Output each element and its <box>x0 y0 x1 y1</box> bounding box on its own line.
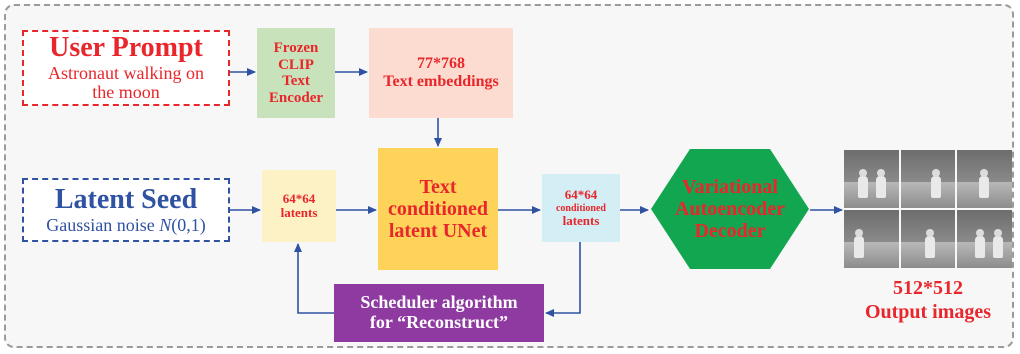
latent-seed-title: Latent Seed <box>54 183 198 215</box>
conditioned-latents-size: 64*64 <box>564 187 598 203</box>
clip-line-4: Encoder <box>268 89 324 106</box>
scheduler-line-1: Scheduler algorithm <box>360 292 518 313</box>
text-embeddings-size: 77*768 <box>417 55 465 73</box>
user-prompt-line-2: the moon <box>92 82 160 103</box>
unet-line-2: conditioned <box>387 198 489 220</box>
user-prompt-title: User Prompt <box>49 31 203 63</box>
latent-seed-subtitle-suffix: (0,1) <box>171 214 206 235</box>
astronaut-photo-2 <box>900 150 956 208</box>
conditioned-latents-label: latents <box>562 212 600 228</box>
arrow-scheduler-to-latents <box>294 243 334 314</box>
output-images-label: 512*512 Output images <box>844 276 1012 324</box>
vae-decoder-box: Variational Autoencoder Decoder <box>650 148 810 270</box>
vae-line-1: Variational <box>682 176 778 198</box>
user-prompt-box: User Prompt Astronaut walking on the moo… <box>22 30 230 106</box>
clip-encoder-box: Frozen CLIP Text Encoder <box>257 28 335 118</box>
latent-seed-box: Latent Seed Gaussian noise N(0,1) <box>22 178 230 242</box>
latents-size: 64*64 <box>282 190 316 206</box>
astronaut-photo-5 <box>900 210 956 268</box>
text-embeddings-box: 77*768 Text embeddings <box>369 28 513 118</box>
scheduler-line-2: for “Reconstruct” <box>369 312 509 332</box>
scheduler-box: Scheduler algorithm for “Reconstruct” <box>334 284 544 342</box>
user-prompt-line-1: Astronaut walking on <box>48 62 204 83</box>
astronaut-photo-6 <box>957 210 1012 268</box>
unet-box: Text conditioned latent UNet <box>378 148 498 270</box>
latents-box: 64*64 latents <box>262 170 336 242</box>
latent-seed-subtitle-italic: N <box>159 214 172 235</box>
text-embeddings-label: Text embeddings <box>383 73 499 90</box>
clip-line-1: Frozen <box>273 40 319 56</box>
unet-line-3: latent UNet <box>388 220 488 242</box>
latent-seed-subtitle-prefix: Gaussian noise <box>46 214 160 235</box>
vae-hexagon-shape <box>651 149 809 269</box>
latent-seed-subtitle: Gaussian noise N(0,1) <box>46 214 206 236</box>
unet-line-1: Text <box>419 176 457 198</box>
output-size: 512*512 <box>893 277 963 299</box>
latents-label: latents <box>280 205 318 220</box>
astronaut-photo-1 <box>844 150 899 208</box>
output-label: Output images <box>864 301 992 323</box>
astronaut-photo-3 <box>957 150 1012 208</box>
vae-line-2: Autoencoder <box>675 198 785 220</box>
conditioned-latents-qualifier: conditioned <box>555 202 606 214</box>
clip-line-2: CLIP <box>278 56 314 73</box>
astronaut-photo-4 <box>844 210 899 268</box>
output-images-grid <box>844 150 1012 268</box>
clip-line-3: Text <box>282 73 310 89</box>
conditioned-latents-box: 64*64 conditioned latents <box>542 174 620 242</box>
arrow-conditioned-to-scheduler <box>545 242 581 317</box>
vae-line-3: Decoder <box>694 220 766 242</box>
